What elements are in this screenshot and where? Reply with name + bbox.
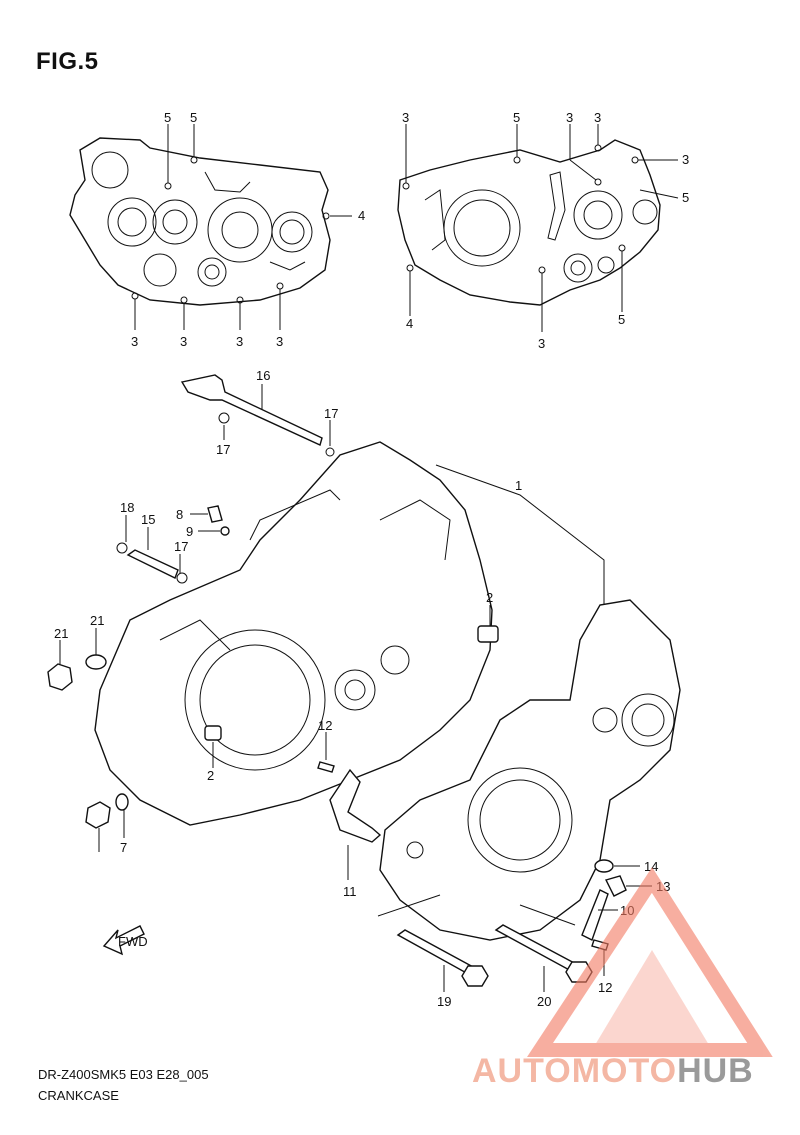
plug-13: [604, 875, 627, 897]
pipe-15: [116, 542, 188, 584]
callout-2b: 2: [207, 768, 214, 783]
oil-pipe-16: [180, 374, 335, 457]
watermark-text: AUTOMOTOHUB: [472, 1052, 754, 1091]
plug-6: [85, 801, 111, 829]
breather-plate-10: [581, 889, 609, 941]
callout-7: 7: [120, 840, 127, 855]
left-crankcase-half-view: [69, 137, 331, 306]
callout-17c: 17: [174, 539, 188, 554]
callout-2a: 2: [486, 590, 493, 605]
callout-left-case-3d: 3: [276, 334, 283, 349]
callout-12b: 12: [598, 980, 612, 995]
section-name: CRANKCASE: [38, 1088, 119, 1103]
gasket-14: [594, 859, 614, 873]
callout-12a: 12: [318, 718, 332, 733]
callout-17a: 17: [216, 442, 230, 457]
dowel-pin-2a: [477, 625, 499, 643]
bolt-19: [396, 929, 489, 987]
callout-14: 14: [644, 859, 658, 874]
callout-left-case-3b: 3: [180, 334, 187, 349]
right-case-callout-lines: [405, 124, 679, 332]
dowel-pin-2b: [204, 725, 222, 741]
callout-8: 8: [176, 507, 183, 522]
bolt-20: [494, 924, 593, 983]
callout-right-case-3a: 3: [402, 110, 409, 125]
watermark-part2: HUB: [677, 1052, 754, 1090]
model-code: DR-Z400SMK5 E03 E28_005: [38, 1067, 209, 1082]
callout-20: 20: [537, 994, 551, 1009]
forward-arrow-icon: FWD: [102, 925, 148, 956]
right-crankcase-half-view: [397, 139, 661, 306]
callout-left-case-5b: 5: [190, 110, 197, 125]
o-ring-9: [220, 526, 230, 536]
callout-right-case-3d: 3: [682, 152, 689, 167]
figure-title: FIG.5: [36, 48, 99, 75]
callout-right-case-3b: 3: [566, 110, 573, 125]
plate-11: [329, 768, 382, 843]
callout-17b: 17: [324, 406, 338, 421]
callout-16: 16: [256, 368, 270, 383]
right-crankcase-main: [379, 599, 681, 941]
callout-left-case-3a: 3: [131, 334, 138, 349]
callout-right-case-5c: 5: [618, 312, 625, 327]
watermark-part1: AUTOMOTO: [472, 1052, 678, 1090]
callout-right-case-3e: 3: [538, 336, 545, 351]
callout-left-case-5a: 5: [164, 110, 171, 125]
fwd-label: FWD: [118, 934, 148, 949]
left-case-callout-lines: [134, 124, 352, 330]
callout-right-case-5b: 5: [682, 190, 689, 205]
callout-left-case-4: 4: [358, 208, 365, 223]
nut-21: [47, 654, 107, 691]
gasket-7: [115, 793, 129, 811]
watermark-logo: [527, 867, 773, 1057]
left-crankcase-main: [94, 441, 493, 826]
callout-21b: 21: [90, 613, 104, 628]
fitting-8: [207, 505, 223, 523]
callout-right-case-5a: 5: [513, 110, 520, 125]
callout-11: 11: [343, 884, 357, 899]
callout-9: 9: [186, 524, 193, 539]
callout-15: 15: [141, 512, 155, 527]
callout-21a: 21: [54, 626, 68, 641]
callout-left-case-3c: 3: [236, 334, 243, 349]
callout-right-case-4: 4: [406, 316, 413, 331]
callout-right-case-3c: 3: [594, 110, 601, 125]
bolt-12a: [317, 761, 335, 773]
callout-18: 18: [120, 500, 134, 515]
callout-19: 19: [437, 994, 451, 1009]
callout-1: 1: [515, 478, 522, 493]
